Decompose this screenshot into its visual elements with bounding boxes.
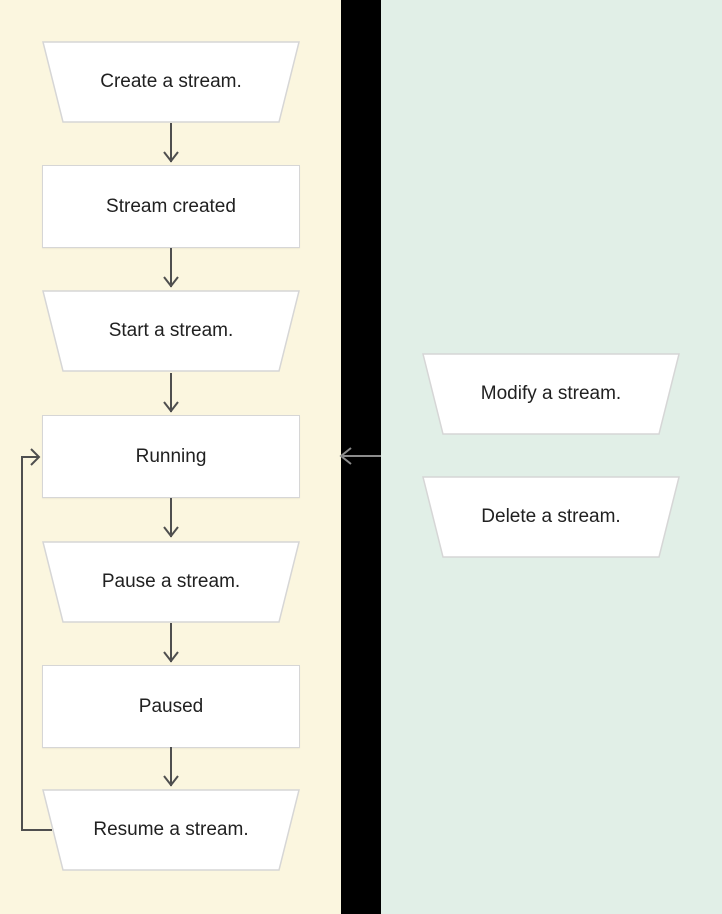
trapezoid-shape [422,353,680,435]
trapezoid-shape [42,41,300,123]
trapezoid-shape [42,541,300,623]
flow-node-stream-created: Stream created [42,165,300,248]
loop-arrow-resume-to-running [21,448,52,831]
arrow-down-icon [163,498,179,538]
stream-lifecycle-panel: Create a stream. Stream created Start a … [0,0,341,914]
trapezoid-shape [42,789,300,871]
flow-node-pause-stream: Pause a stream. [42,541,300,623]
arrow-down-icon [163,248,179,288]
node-label: Running [135,445,207,467]
flow-node-start-stream: Start a stream. [42,290,300,372]
trapezoid-shape [42,290,300,372]
flow-node-running: Running [42,415,300,498]
arrow-down-icon [163,747,179,787]
flow-node-modify-stream: Modify a stream. [422,353,680,435]
arrow-down-icon [163,123,179,163]
flow-node-delete-stream: Delete a stream. [422,476,680,558]
node-label: Stream created [106,195,236,217]
arrow-down-icon [163,373,179,413]
flow-node-paused: Paused [42,665,300,748]
trapezoid-shape [422,476,680,558]
flow-node-resume-stream: Resume a stream. [42,789,300,871]
node-label: Paused [138,695,204,717]
panel-divider [341,0,381,914]
flow-node-create-stream: Create a stream. [42,41,300,123]
arrow-down-icon [163,623,179,663]
stream-actions-panel: Modify a stream. Delete a stream. [381,0,722,914]
